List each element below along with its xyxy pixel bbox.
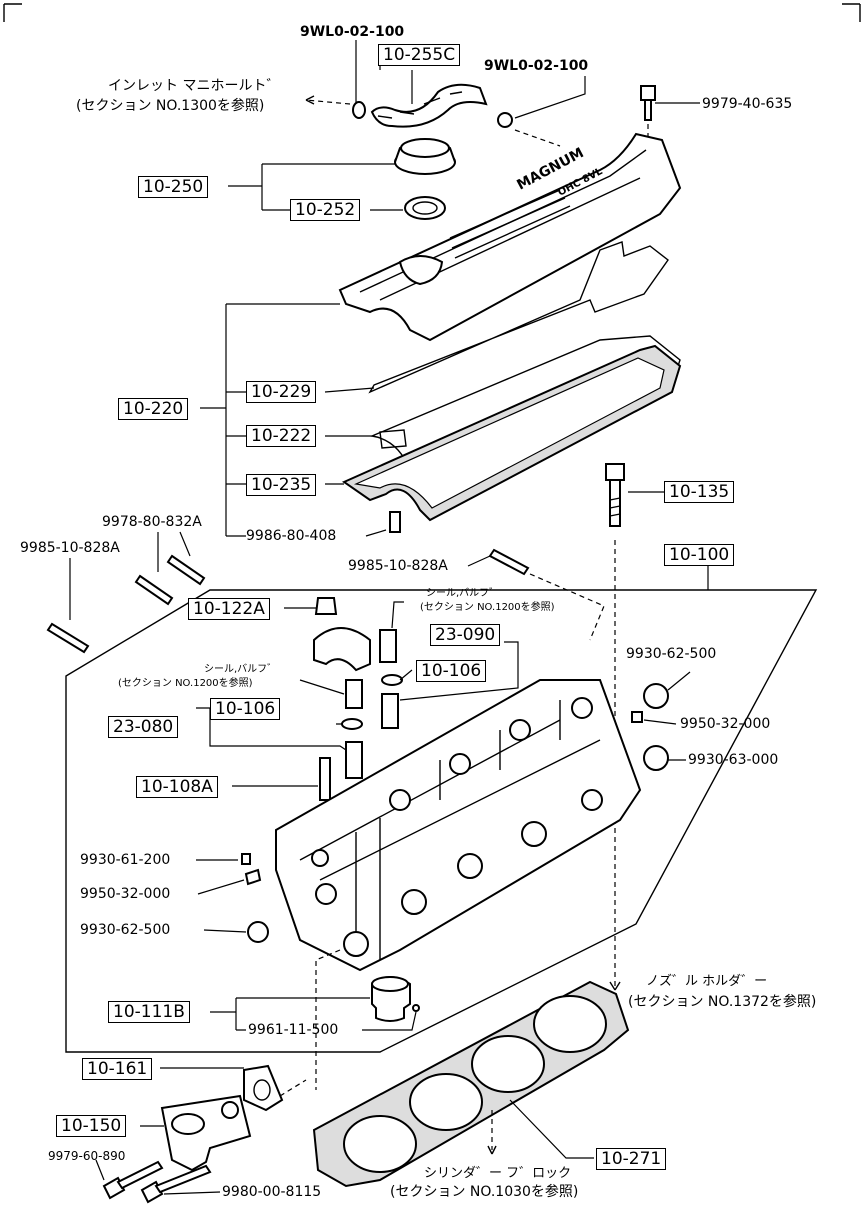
hose-part-box[interactable]: 10-255C — [378, 44, 461, 66]
head-assembly-frame — [65, 589, 818, 1053]
gasket-235-part-box[interactable]: 10-235 — [246, 474, 317, 496]
hose-drawing — [370, 83, 488, 128]
plug-61200-label: 9930-61-200 — [80, 852, 171, 868]
cylinder-head-drawing — [275, 679, 642, 972]
guide-080-part-box[interactable]: 23-080 — [108, 716, 179, 738]
cover-bolt-drawing — [640, 85, 656, 121]
head-gasket-part-box[interactable]: 10-271 — [596, 1148, 667, 1170]
seal-111b-drawing — [371, 976, 411, 1022]
valve-seal-ref-top-1: シール,バルフ゛ — [426, 588, 500, 599]
oil-cap-part-box[interactable]: 10-250 — [138, 176, 209, 198]
gasket-229-drawing — [368, 241, 669, 394]
valve-seal-ref-left-1: シール,バルフ゛ — [204, 664, 278, 675]
cover-assy-part-box[interactable]: 10-220 — [118, 398, 189, 420]
cam-cap-part-box[interactable]: 10-122A — [188, 598, 270, 620]
valve-seal-ref-top-2: (セクション NO.1200を参照) — [420, 602, 555, 613]
plug-threaded-left-drawing — [244, 868, 262, 886]
block-ref-1: シリンダ゛ー フ゛ロック — [424, 1166, 572, 1181]
seal-106-right-part-box[interactable]: 10-106 — [416, 660, 487, 682]
block-ref-2: (セクション NO.1030を参照) — [390, 1184, 579, 1200]
plug-63000-label: 9930-63-000 — [688, 752, 779, 768]
cover-stud-label: 9986-80-408 — [246, 528, 337, 544]
cover-bolt-label: 9979-40-635 — [702, 96, 793, 112]
hose-clip-left-drawing — [352, 101, 366, 119]
plug-32000-right-label: 9950-32-000 — [680, 716, 771, 732]
plug-62500-top-label: 9930-62-500 — [626, 646, 717, 662]
oil-cap-seal-part-box[interactable]: 10-252 — [290, 199, 361, 221]
plug-lower-right-drawing — [643, 745, 669, 771]
seal-111b-part-box[interactable]: 10-111B — [108, 1001, 190, 1023]
cover-stud-drawing — [389, 511, 401, 533]
nozzle-ref-2: (セクション NO.1372を参照) — [628, 994, 817, 1010]
stud-108a-part-box[interactable]: 10-108A — [136, 776, 218, 798]
oil-cap-drawing — [394, 138, 456, 175]
nozzle-ref-1: ノズ゛ル ホルダ゛ー — [646, 974, 768, 989]
plug-top-right-drawing — [643, 683, 669, 709]
housing-drawing — [160, 1094, 252, 1172]
plug-small-left-drawing — [241, 853, 251, 865]
hose-clip-label-1: 9WL0-02-100 — [300, 24, 405, 40]
valve-cover-drawing: MAGNUM OHC 8VL — [338, 132, 682, 342]
head-bolt-part-box[interactable]: 10-135 — [664, 481, 735, 503]
plug-62500-left-label: 9930-62-500 — [80, 922, 171, 938]
seal-106-left-part-box[interactable]: 10-106 — [210, 698, 281, 720]
housing-part-box[interactable]: 10-150 — [56, 1115, 127, 1137]
plug-32000-left-label: 9950-32-000 — [80, 886, 171, 902]
studs-left-drawing — [46, 548, 530, 654]
cam-cap-drawing — [313, 597, 371, 672]
inlet-manifold-ref-line1: インレット マニホールト゛ — [108, 78, 281, 94]
head-assy-part-box[interactable]: 10-100 — [664, 544, 735, 566]
stud-c-label: 9985-10-828A — [348, 558, 448, 574]
gasket-222-part-box[interactable]: 10-222 — [246, 425, 317, 447]
guide-090-part-box[interactable]: 23-090 — [430, 624, 501, 646]
plug-cup-left-drawing — [247, 921, 269, 943]
housing-bolts-drawing — [102, 1160, 212, 1204]
gasket-229-part-box[interactable]: 10-229 — [246, 381, 317, 403]
orifice-label: 9961-11-500 — [248, 1022, 339, 1038]
stud-a-label: 9978-80-832A — [102, 514, 202, 530]
housing-bolt-1-label: 9979-60-890 — [48, 1149, 126, 1163]
stud-b-label: 9985-10-828A — [20, 540, 120, 556]
housing-bolt-2-label: 9980-00-8115 — [222, 1184, 322, 1200]
valve-parts-drawing — [319, 629, 403, 801]
hose-clip-label-2: 9WL0-02-100 — [484, 58, 589, 74]
housing-gasket-part-box[interactable]: 10-161 — [82, 1058, 153, 1080]
head-gasket-drawing — [312, 980, 630, 1188]
hose-clip-right-drawing — [497, 112, 513, 128]
head-bolt-drawing — [605, 463, 625, 527]
inlet-manifold-ref-line2: (セクション NO.1300を参照) — [76, 98, 265, 114]
valve-seal-ref-left-2: (セクション NO.1200を参照) — [118, 678, 253, 689]
